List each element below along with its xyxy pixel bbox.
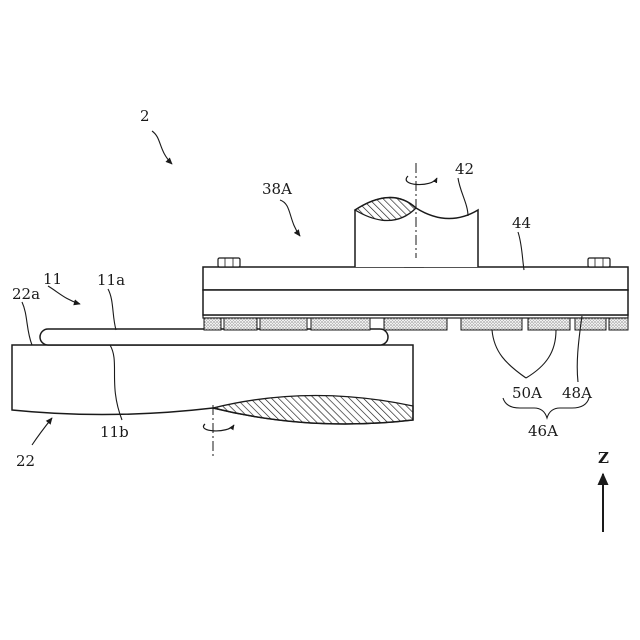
pad-segment: [384, 318, 447, 330]
polishing-pad: [203, 315, 628, 330]
chuck-table: [12, 345, 413, 458]
label-pad-base: 48A: [562, 384, 592, 402]
pad-segment: [260, 318, 307, 330]
pad-segment: [528, 318, 570, 330]
pad-segment: [609, 318, 628, 330]
label-chuck-top: 22a: [12, 285, 40, 303]
pad-segment: [461, 318, 522, 330]
label-wafer: 11: [43, 270, 62, 288]
label-axis: Z: [598, 449, 609, 467]
label-spindle: 42: [455, 160, 474, 178]
spindle: [355, 163, 478, 267]
chuck-rotation-arrow: [203, 424, 234, 431]
bolt: [588, 258, 610, 267]
label-device: 2: [140, 107, 150, 125]
label-wafer-bottom: 11b: [100, 423, 129, 441]
pad-segment: [311, 318, 370, 330]
label-mount: 44: [512, 214, 531, 232]
label-polishing-unit: 38A: [262, 180, 292, 198]
bolt: [218, 258, 240, 267]
label-pad-segment: 50A: [512, 384, 542, 402]
pad-segment: [224, 318, 257, 330]
spindle-rotation-arrow: [406, 176, 437, 185]
wafer: [40, 329, 388, 345]
pad-segment: [575, 318, 606, 330]
pad-segment: [204, 318, 221, 330]
label-polishing-pad: 46A: [528, 422, 558, 440]
label-wafer-top: 11a: [97, 271, 125, 289]
label-chuck: 22: [16, 452, 35, 470]
